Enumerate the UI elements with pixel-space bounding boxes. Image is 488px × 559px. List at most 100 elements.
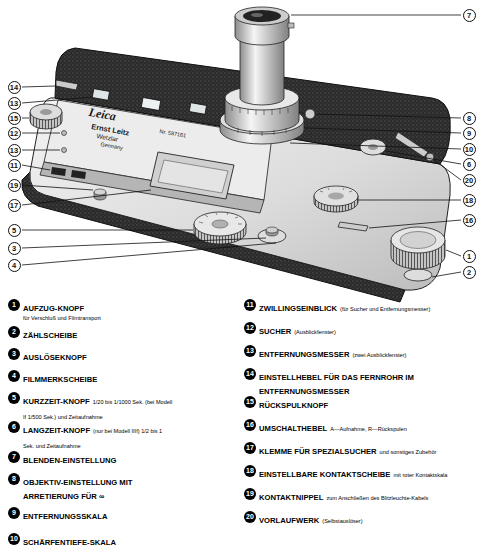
callout-number: 7 [463, 9, 476, 22]
viewfinder-window [189, 103, 206, 115]
release-button [266, 227, 278, 233]
rangefinder-housing [62, 131, 67, 136]
part-name: ENTFERNUNGSMESSER [259, 350, 349, 359]
part-name: OBJEKTIV-EINSTELLUNG MIT ARRETIERUNG FÜR… [23, 478, 133, 501]
viewfinder-window [141, 98, 160, 111]
legend-entry: 20VORLAUFWERK(Selbstauslöser) [244, 512, 485, 527]
part-name: RÜCKSPULKNOPF [259, 401, 328, 410]
legend-number: 13 [244, 345, 256, 357]
callout-number: 14 [8, 81, 21, 94]
legend-entry: 14EINSTELLHEBEL FÜR DAS FERNROHR IM ENTF… [244, 369, 425, 397]
part-name: BLENDEN-EINSTELLUNG [23, 456, 116, 465]
legend-number: 1 [8, 299, 20, 311]
accessory-shoe [150, 152, 234, 199]
legend-number: 19 [244, 488, 256, 500]
legend-entry: 10SCHÄRFENTIEFE-SKALA [8, 534, 223, 548]
part-name: KLEMME FÜR SPEZIALSUCHER [259, 447, 377, 456]
part-name: UMSCHALTHEBEL [259, 424, 327, 433]
legend-number: 10 [8, 533, 20, 545]
legend-number: 4 [8, 370, 20, 382]
part-note: mit roter Kontaktskala [393, 472, 447, 478]
legend-number: 5 [8, 392, 20, 404]
legend-entry: 16UMSCHALTHEBELA—Aufnahme, R—Rückspulen [244, 420, 485, 435]
part-name: ZWILLINGSEINBLICK [259, 304, 337, 313]
rewind-knob [30, 104, 62, 120]
lens [250, 130, 251, 135]
callout-number: 3 [8, 242, 21, 255]
lens [264, 110, 265, 115]
flash-contact-dial [320, 188, 352, 192]
flash-contact-dial [343, 188, 344, 190]
flash-socket [94, 189, 106, 195]
callout-number: 8 [463, 112, 476, 125]
part-note: (Ausblickfenster) [294, 329, 336, 335]
frame-counter [404, 269, 432, 281]
legend-number: 6 [8, 421, 20, 433]
winding-knob [391, 227, 445, 253]
leader-line [22, 185, 93, 190]
callout-number: 16 [463, 214, 476, 227]
rangefinder-housing [71, 170, 86, 179]
legend-number: 9 [8, 507, 20, 519]
lens [240, 36, 284, 105]
shutter-speed-dial [216, 213, 217, 215]
flash-contact-dial [349, 191, 352, 192]
flash-contact-dial [328, 188, 329, 190]
accessory-shoe [150, 152, 234, 199]
callout-number: 10 [463, 143, 476, 156]
callout-number: 13 [8, 97, 21, 110]
legend-number: 7 [8, 451, 20, 463]
shutter-speed-dial [212, 220, 228, 228]
legend-entry: 7BLENDEN-EINSTELLUNG [8, 452, 223, 466]
callout-number: 18 [463, 194, 476, 207]
callout-number: 1 [463, 250, 476, 263]
rewind-knob [40, 109, 52, 115]
part-name: AUSLÖSEKNOPF [23, 353, 87, 362]
rewind-lever [338, 222, 368, 231]
legend-number: 14 [244, 368, 256, 380]
rangefinder-housing [62, 148, 67, 153]
callout-number: 5 [8, 224, 21, 237]
callout-number: 4 [8, 259, 21, 272]
flash-socket [94, 189, 106, 200]
rangefinder-housing [51, 167, 66, 176]
lens [232, 106, 288, 136]
part-name: SCHÄRFENTIEFE-SKALA [23, 538, 116, 547]
callout-number: 11 [8, 159, 21, 172]
legend-entry: 11ZWILLINGSEINBLICK(für Sucher und Entfe… [244, 300, 485, 315]
lens [280, 109, 281, 114]
accessory-shoe [158, 160, 228, 193]
part-name: KONTAKTNIPPEL [259, 493, 323, 502]
legend-number: 11 [244, 299, 256, 311]
shutter-speed-dial [238, 224, 242, 225]
leader-line [22, 150, 60, 151]
legend-number: 8 [8, 473, 20, 485]
legend-entry: 6LANGZEIT-KNOPF(nur bei Modell IIIf) 1/2… [8, 422, 169, 452]
part-note: zum Anschließen des Blitzleuchte-Kabels [326, 495, 428, 501]
legend-number: 20 [244, 511, 256, 523]
callout-number: 19 [8, 179, 21, 192]
legend-entry: 19KONTAKTNIPPELzum Anschließen des Blitz… [244, 489, 485, 504]
legend-number: 12 [244, 322, 256, 334]
leader-line [386, 151, 461, 164]
legend-number: 18 [244, 465, 256, 477]
part-name: ENTFERNUNGSSKALA [23, 512, 107, 521]
legend-number: 15 [244, 396, 256, 408]
legend-number: 16 [244, 419, 256, 431]
legend-entry: 13ENTFERNUNGSMESSER(zwei Ausblickfenster… [244, 346, 485, 361]
lens [305, 109, 315, 119]
part-note: und sonstiges Zubehör [380, 449, 437, 455]
legend-number: 17 [244, 442, 256, 454]
lens [272, 110, 273, 115]
callout-number: 20 [463, 174, 476, 187]
lens [238, 128, 239, 133]
lens [232, 106, 233, 111]
leader-line [22, 97, 92, 103]
part-name: SUCHER [259, 327, 291, 336]
rewind-knob [30, 104, 62, 129]
camera-body [22, 48, 450, 302]
winding-knob [391, 227, 445, 269]
leader-line [22, 133, 60, 134]
slow-speed-dial [368, 144, 378, 150]
